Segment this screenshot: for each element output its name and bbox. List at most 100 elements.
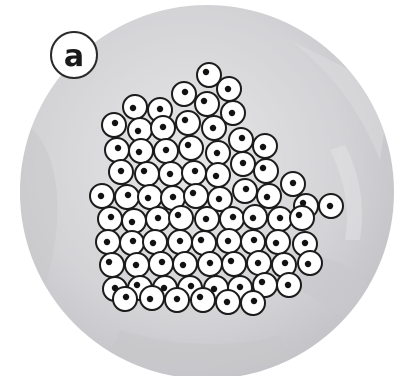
particle-dot [115,145,121,151]
particle [298,251,322,275]
particle-dot [250,215,256,221]
particle [241,291,265,315]
particle-dot [135,128,141,134]
particle-dot [192,168,198,174]
particle-dot [213,173,219,179]
particle [191,288,215,312]
particle-dot [203,216,209,222]
particle-dot [130,105,136,111]
particle [102,113,126,137]
particle [129,139,153,163]
particle [202,116,226,140]
particle-body [191,288,215,312]
panel-label: a [64,39,84,74]
particle [159,162,183,186]
particle-dot [255,260,261,266]
particle-dot [136,149,142,155]
particle-dot [188,283,194,289]
particle [98,207,122,231]
particle-dot [129,219,135,225]
particle [220,207,244,231]
particle-dot [277,215,283,221]
particle [90,184,114,208]
particle-body [254,159,278,183]
particle-dot [228,258,234,264]
particle-dot [210,125,216,131]
particle-dot [229,110,235,116]
particle [217,229,241,253]
particle-dot [150,240,156,246]
particle-body [169,206,193,230]
particle-dot [290,180,296,186]
particle-dot [285,282,291,288]
particle-dot [243,186,249,192]
particle-dot [160,124,166,130]
particle [96,230,120,254]
particle [120,231,144,255]
particle-body [179,136,203,160]
particle [138,185,162,209]
particle [154,139,178,163]
particle [146,207,170,231]
particle-dot [282,260,288,266]
particle-dot [305,261,311,267]
particle [143,230,167,254]
particle [206,141,230,165]
particle [123,95,147,119]
particle [195,207,219,231]
particle-dot [175,212,181,218]
particle-dot [145,195,151,201]
particle-dot [264,194,270,200]
particle-dot [185,142,191,148]
particle-dot [214,150,220,156]
particle-dot [225,86,231,92]
particle [179,136,203,160]
particle [165,288,189,312]
particle [233,179,257,203]
particle-dot [177,238,183,244]
particle [173,252,197,276]
particle-dot [104,239,110,245]
particle-dot [180,262,186,268]
particle-body [290,206,314,230]
particle-dot [251,237,257,243]
particle [149,252,173,276]
particle [105,138,129,162]
particle [125,253,149,277]
particle-dot [273,240,279,246]
particle [206,163,230,187]
particle [151,116,175,140]
particle [100,253,124,277]
particle [140,286,164,310]
particle-dot [141,168,147,174]
particle-dot [203,69,209,75]
particle-body [176,111,200,135]
particle [198,252,222,276]
particle-dot [296,212,302,218]
particle [109,160,133,184]
particle-dot [216,196,222,202]
particle-dot [159,259,165,265]
particle-dot [125,192,131,198]
particle-dot [182,117,188,123]
particle-dot [123,294,129,300]
particle [216,290,240,314]
particle [169,206,193,230]
particle [254,159,278,183]
particle-dot [198,237,204,243]
particle [135,162,159,186]
particle [217,77,241,101]
panel-label-badge: a [51,32,97,78]
particle-dot [167,171,173,177]
particle [231,152,255,176]
particle-dot [240,160,246,166]
particle-dot [133,262,139,268]
particle-body [195,92,219,116]
particle [277,273,301,297]
particle-dot [251,298,257,304]
particle [319,194,343,218]
particle-body [222,252,246,276]
particle [290,206,314,230]
particle-dot [190,190,196,196]
particle [222,252,246,276]
